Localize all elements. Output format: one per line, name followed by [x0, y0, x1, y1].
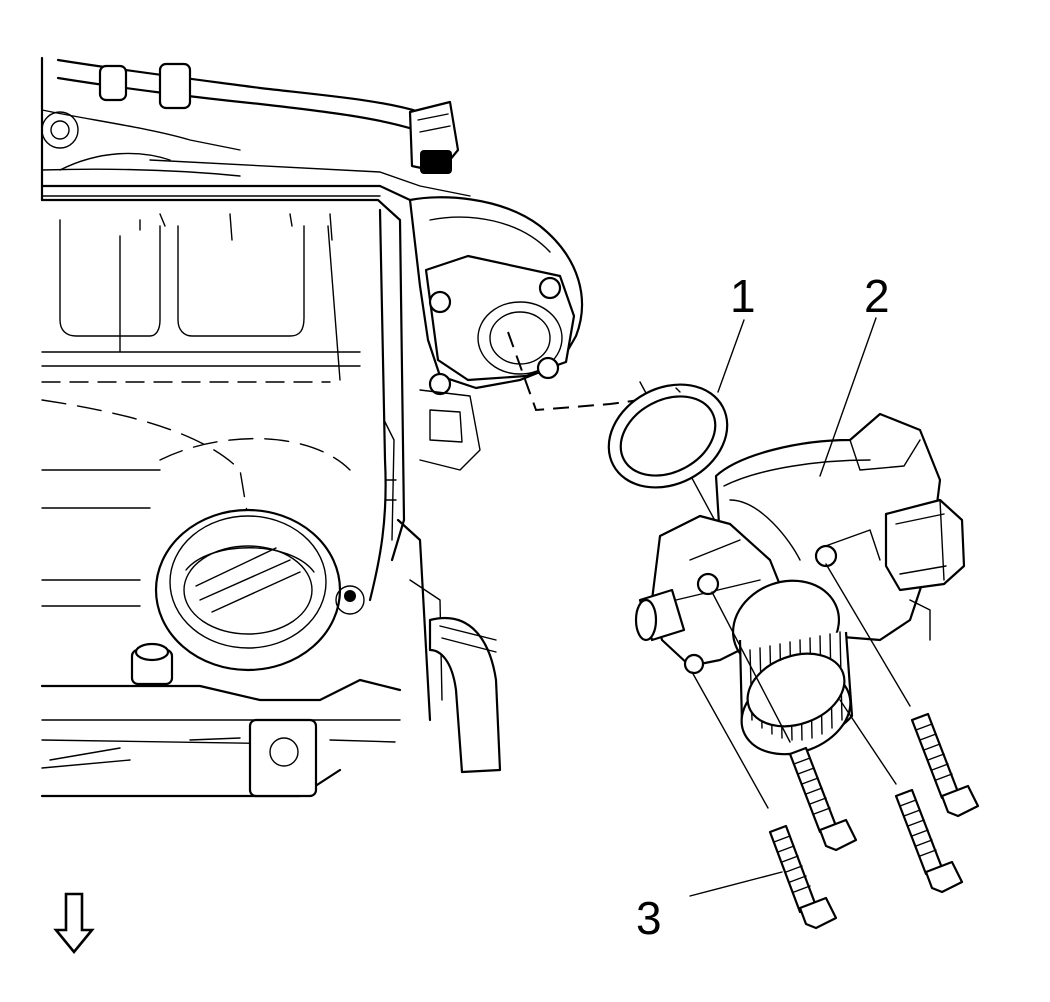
throttle-body-bolts: [691, 563, 980, 930]
callout-3: 3: [636, 892, 662, 944]
leader-2: [819, 317, 877, 477]
throttle-body: [634, 412, 966, 756]
leader-1: [717, 319, 745, 393]
callout-leaders: [689, 317, 877, 897]
callout-1: 1: [730, 270, 756, 322]
intake-manifold-flange: [408, 196, 584, 471]
callout-2: 2: [864, 270, 890, 322]
gasket-ring: [607, 383, 729, 489]
down-arrow-outline-icon: [53, 892, 95, 955]
leader-3: [689, 871, 783, 897]
engine-assembly: [40, 56, 502, 798]
